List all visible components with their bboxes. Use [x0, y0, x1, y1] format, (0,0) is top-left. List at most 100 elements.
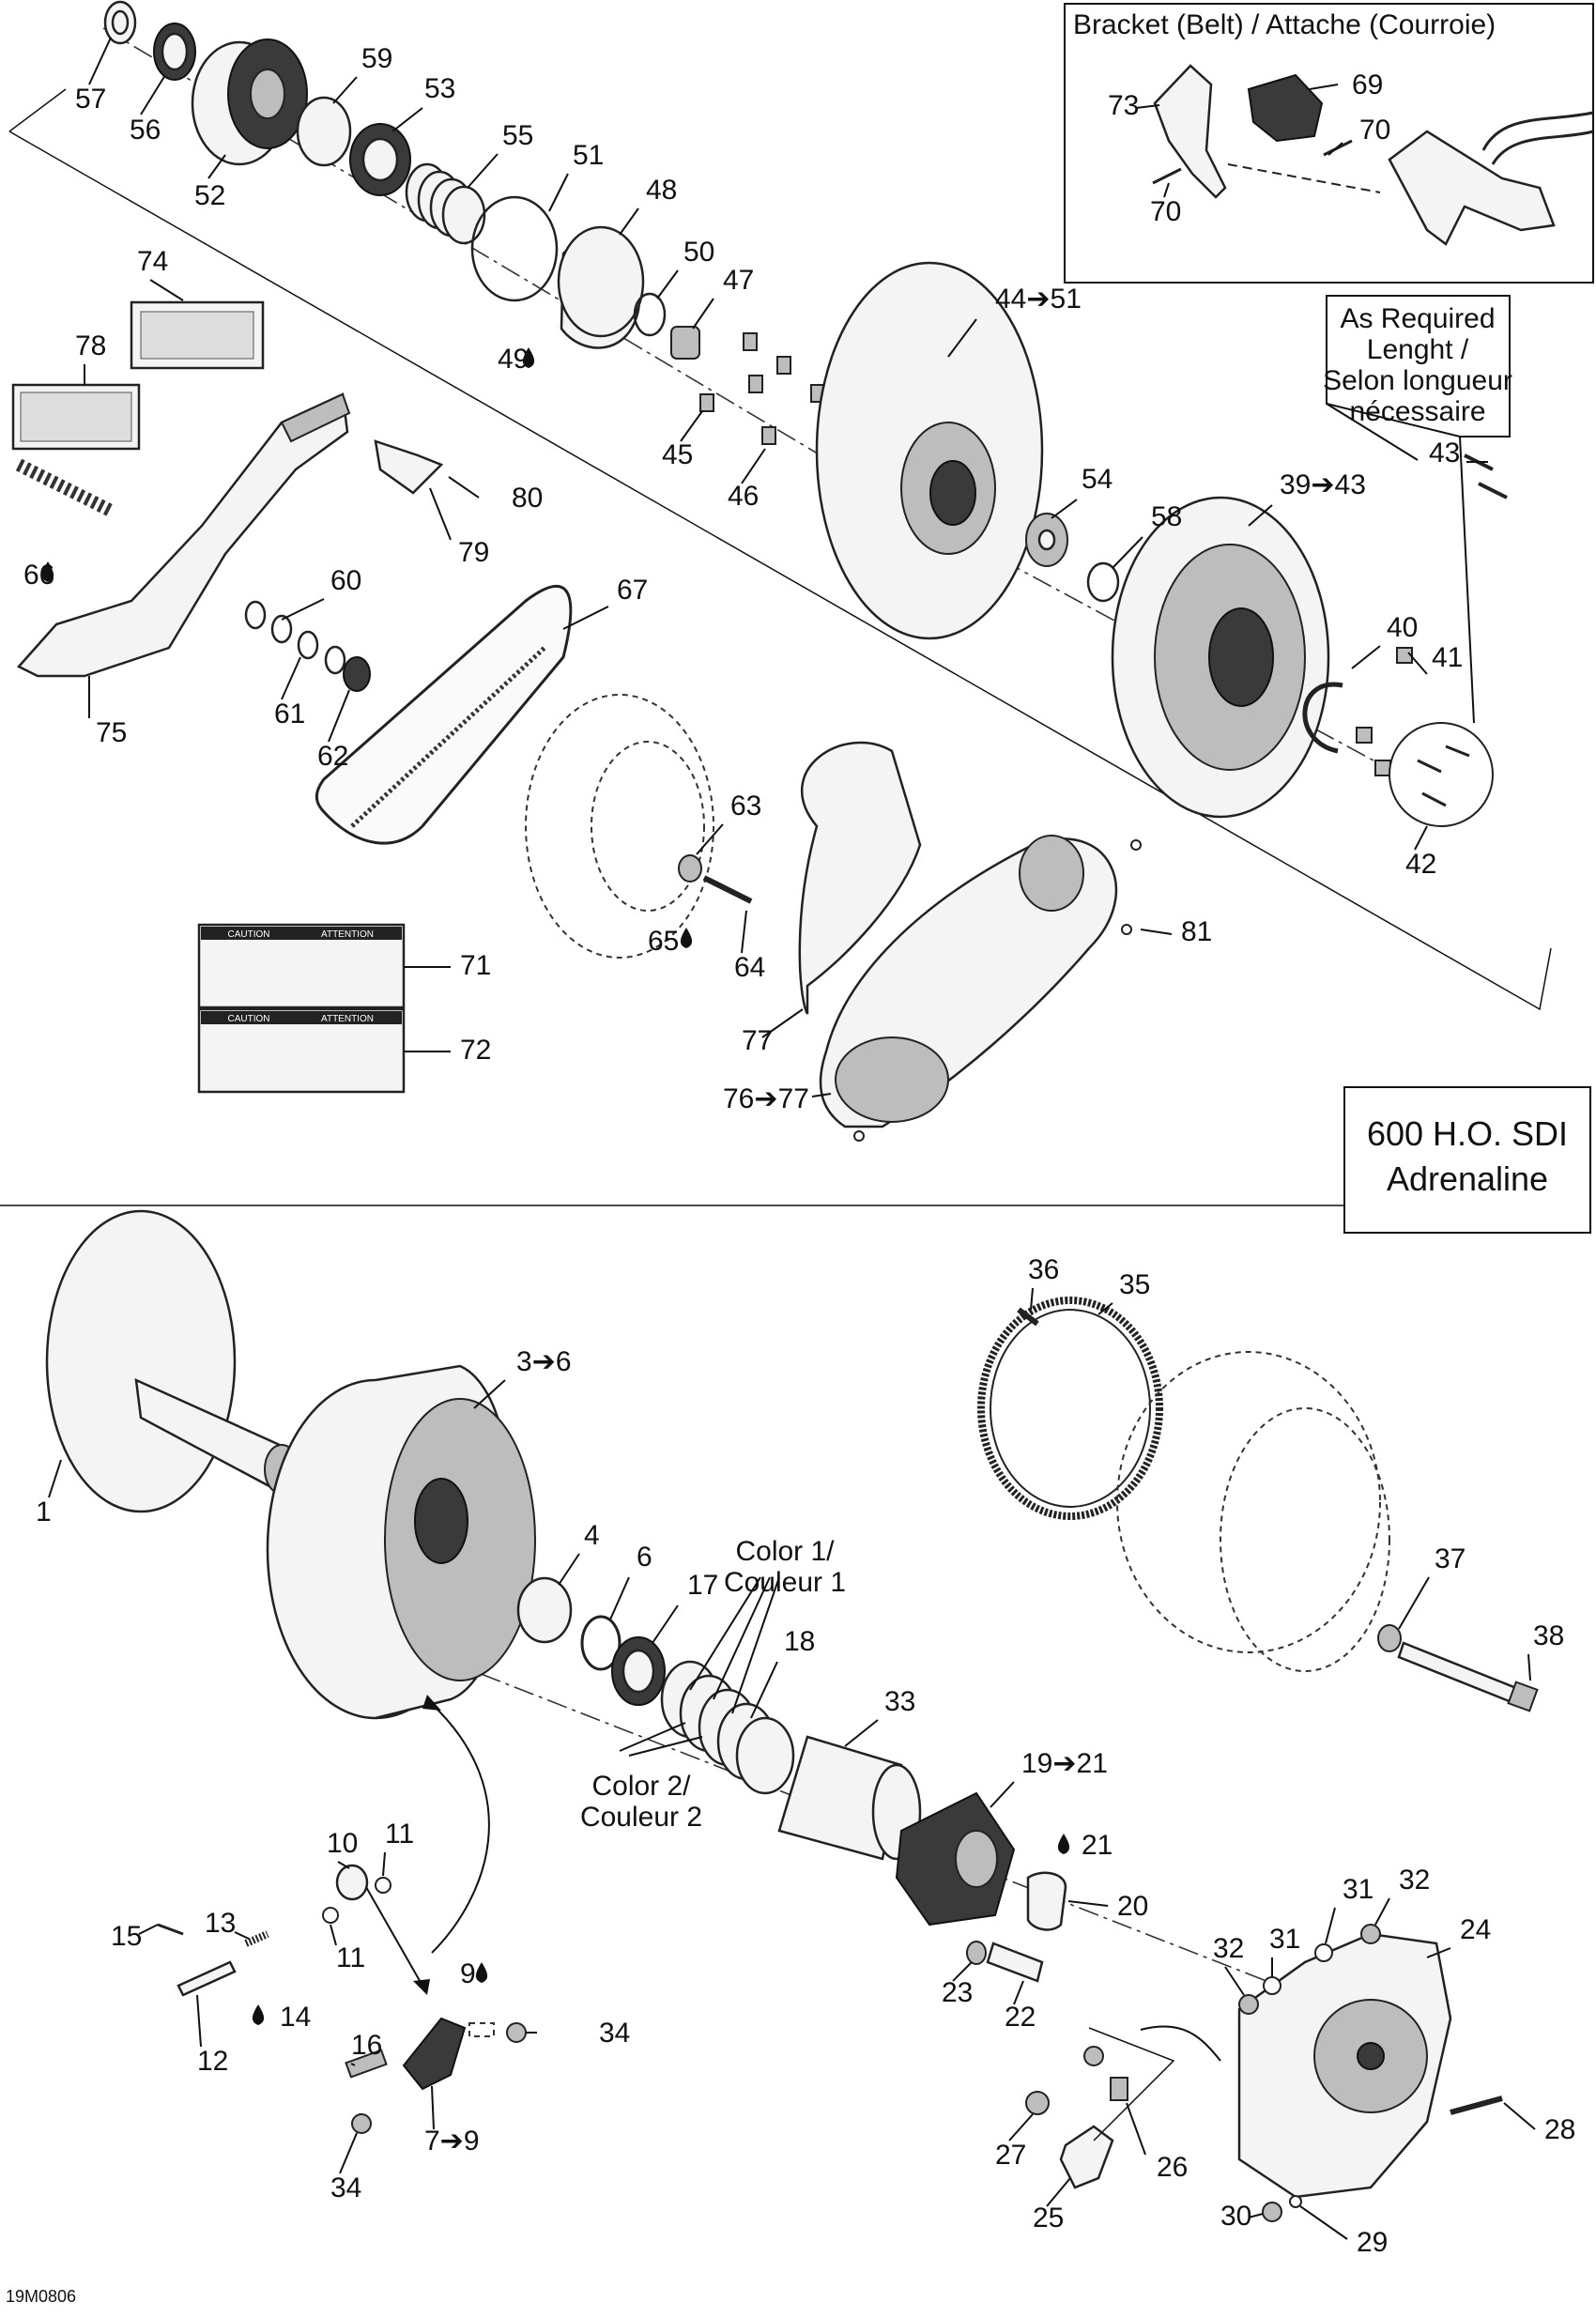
leader-l10: [337, 1861, 350, 1869]
leader-l20: [1067, 1900, 1109, 1907]
drop-icon: [252, 2004, 265, 2025]
leader-l55: [467, 153, 499, 189]
callout-l44_51: 44➔51: [995, 284, 1082, 315]
part-27-screw-2: [1083, 2046, 1104, 2066]
callout-l31b: 31: [1269, 1924, 1300, 1955]
part-7-lever: [402, 2017, 467, 2091]
drop-icon: [1057, 1834, 1070, 1854]
part-12-pin: [176, 1960, 237, 1997]
part-51-ring: [470, 195, 559, 302]
callout-l9: 9: [460, 1958, 476, 1989]
color1-line-2: Couleur 1: [724, 1567, 846, 1598]
part-25-lever: [1059, 2125, 1114, 2189]
assembly-arrow: [431, 1703, 490, 1954]
callout-l74: 74: [137, 246, 168, 277]
callout-l3_6: 3➔6: [516, 1346, 572, 1377]
leader-l39_43: [1248, 504, 1273, 527]
part-47-bushing: [670, 326, 700, 360]
part-32-bushing: [1360, 1924, 1381, 1944]
callout-l23: 23: [942, 1977, 973, 2008]
part-52-hub: [250, 69, 285, 119]
callout-l47: 47: [723, 265, 754, 296]
callout-l21: 21: [1082, 1830, 1113, 1861]
leader-l46: [741, 448, 766, 484]
callout-l67: 67: [617, 575, 648, 606]
leader-l62: [328, 689, 350, 743]
leader-l52: [207, 154, 226, 179]
leader-l23: [952, 1961, 973, 1982]
part-61-ring: [297, 630, 319, 660]
part-22-bolt: [986, 1942, 1044, 1983]
part-41-nut-2: [1356, 727, 1373, 744]
part-28-bolt: [1450, 2095, 1503, 2115]
leader-l30: [1248, 2213, 1264, 2218]
callout-l69: 69: [1352, 69, 1383, 100]
leader-l18: [750, 1661, 778, 1719]
part-37-washer: [1377, 1624, 1402, 1652]
part-67-belt: [315, 585, 573, 845]
leader-l24: [1426, 1947, 1451, 1958]
callout-l19_21: 19➔21: [1021, 1748, 1108, 1779]
part-71-decal: CAUTION ATTENTION: [197, 923, 406, 1009]
leader-l11b: [330, 1924, 337, 1946]
part-31-washer: [1314, 1943, 1333, 1962]
leader-l12: [196, 1994, 202, 2048]
leader-l40: [1351, 645, 1381, 669]
leader-l44_51: [947, 318, 977, 358]
callout-l51: 51: [573, 140, 604, 171]
part-17-hole: [622, 1649, 655, 1694]
decal-72-attention: ATTENTION: [321, 1014, 374, 1024]
as-required-line-3: Selon longueur: [1323, 365, 1512, 396]
callout-l71: 71: [460, 950, 491, 981]
part-56-hole: [161, 32, 189, 71]
part-66-spring: [15, 458, 116, 518]
callout-l56: 56: [130, 115, 161, 146]
callout-l58: 58: [1151, 501, 1182, 532]
leader-l34b: [339, 2132, 358, 2174]
part-11-washer-2: [322, 1907, 339, 1924]
leader-l53: [391, 107, 423, 132]
leader-l70a: [1327, 142, 1343, 156]
part-41-nut: [1396, 647, 1413, 664]
leader-l4: [558, 1553, 580, 1586]
color1-leader-2: [713, 1576, 771, 1700]
callout-l13: 13: [205, 1908, 236, 1939]
part-36-bolt: [1017, 1307, 1039, 1327]
part-35-ring-gear: [977, 1297, 1163, 1520]
leader-l25: [1046, 2177, 1071, 2207]
leader-l19_21: [990, 1781, 1015, 1808]
callout-l26: 26: [1157, 2152, 1188, 2183]
color2-leader: [619, 1722, 686, 1752]
part-76-bowl: [835, 1036, 949, 1123]
callout-l14: 14: [280, 2002, 311, 2033]
part-20-bushing: [1026, 1871, 1067, 1931]
callout-l31a: 31: [1343, 1874, 1373, 1905]
decal-71-caution: CAUTION: [228, 929, 270, 940]
part-31-washer-2: [1263, 1976, 1281, 1995]
part-38-bolt: [1397, 1641, 1523, 1706]
part-77-cover-plate: [798, 741, 922, 1015]
callout-l17: 17: [687, 1570, 718, 1601]
part-30-nut: [1262, 2202, 1282, 2222]
part-26-pin: [1110, 2077, 1128, 2101]
part-57-hole: [111, 9, 130, 36]
leader-l47: [692, 298, 714, 330]
callout-l39_43: 39➔43: [1280, 469, 1366, 500]
callout-l45: 45: [662, 439, 693, 470]
part-16-pin: [345, 2049, 388, 2079]
callout-l1: 1: [36, 1497, 52, 1527]
part-60-ring: [244, 600, 267, 630]
leader-l42: [1414, 825, 1428, 851]
leader-l13: [234, 1931, 250, 1940]
callout-l10: 10: [327, 1828, 358, 1859]
callout-l81: 81: [1181, 916, 1212, 947]
leader-l61: [281, 656, 301, 700]
part-34-nut-2: [506, 2022, 527, 2043]
leader-l17: [652, 1604, 679, 1644]
leader-l1: [48, 1459, 62, 1498]
callout-l75: 75: [96, 717, 127, 748]
bracket-parts: [1152, 64, 1594, 246]
lubricant-drop-icons: [41, 347, 1070, 2025]
part-64-bolt: [702, 875, 753, 904]
